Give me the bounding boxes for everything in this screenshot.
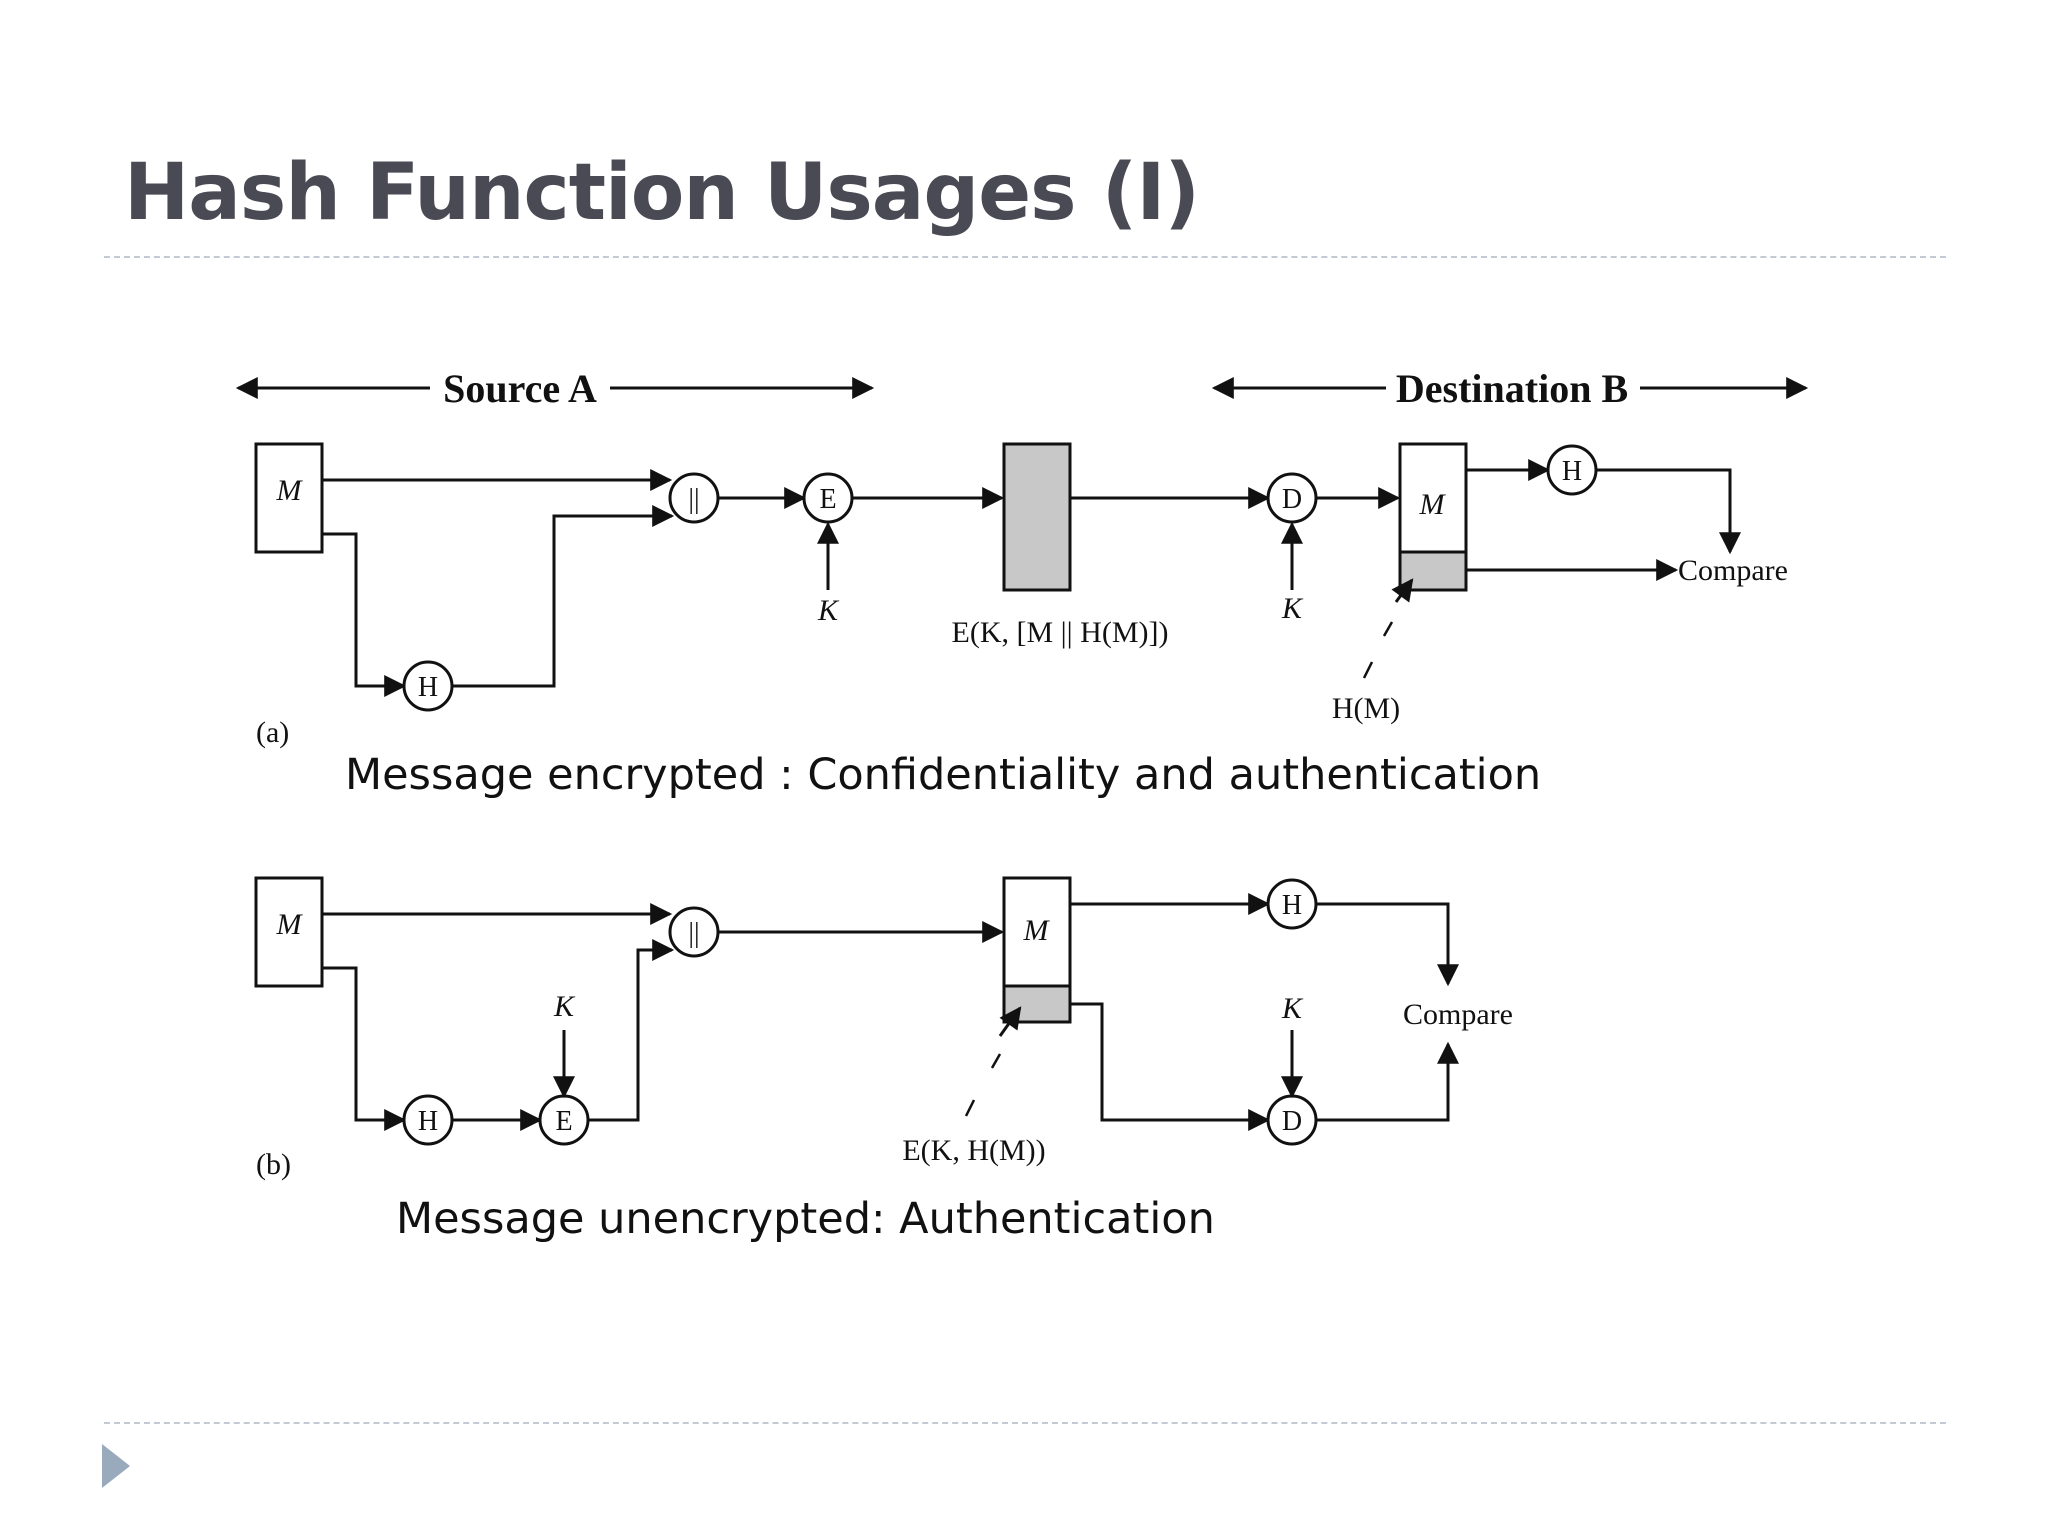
b-dest-message-label: M: [1023, 914, 1051, 947]
b-compare-label: Compare: [1403, 998, 1513, 1031]
diagram-b-text: M H E K || M H D K Compare E(K, H(M)) (b…: [256, 890, 1513, 1181]
b-message-to-hash-arrow: [322, 966, 407, 1131]
source-a-header: Source A: [443, 366, 597, 411]
a-hm-pointer-upper: [1391, 578, 1414, 603]
b-encrypt-to-concat-arrow: [588, 939, 675, 1122]
a-message-label: M: [276, 474, 304, 507]
b-pointer-upper: [998, 1006, 1022, 1037]
b-pointer-dash2: [964, 1099, 976, 1117]
a-hm-pointer-dash2: [1362, 661, 1374, 679]
b-encrypted-hash-label: E(K, H(M)): [902, 1134, 1045, 1167]
a-dest-hash-to-compare-arrow: [1596, 468, 1741, 555]
a-compare-label: Compare: [1678, 554, 1788, 587]
a-hash-of-message-label: H(M): [1332, 692, 1400, 725]
a-dest-message-box: [1398, 442, 1468, 554]
a-concat-label: ||: [688, 484, 699, 515]
a-hm-pointer-dash1: [1382, 621, 1394, 637]
a-source-key-label: K: [817, 594, 840, 627]
title-divider: [104, 256, 1946, 258]
b-hash-box-to-decrypt-arrow: [1070, 1002, 1271, 1131]
a-dest-hash-label: H: [1562, 456, 1582, 487]
a-dest-message-label: M: [1419, 488, 1447, 521]
diagram-b: [254, 876, 1459, 1146]
a-decrypt-label: D: [1282, 484, 1302, 515]
b-pointer-dash1: [990, 1053, 1002, 1069]
a-dest-key-label: K: [1281, 592, 1304, 625]
b-dest-hash-to-compare-arrow: [1316, 902, 1459, 987]
a-message-box: [254, 442, 324, 554]
b-decrypt-to-compare-arrow: [1316, 1041, 1459, 1122]
b-dest-hash-label: H: [1282, 890, 1302, 921]
b-encrypt-label: E: [555, 1106, 572, 1137]
a-message-to-hash-arrow: [322, 532, 407, 697]
a-encrypt-label: E: [819, 484, 836, 515]
b-message-box: [254, 876, 324, 988]
b-dest-key-label: K: [1281, 992, 1304, 1025]
caption-b: Message unencrypted: Authentication: [396, 1194, 1215, 1244]
b-decrypt-label: D: [1282, 1106, 1302, 1137]
diagram-a: [235, 377, 1809, 712]
b-message-label: M: [276, 908, 304, 941]
b-hash-label: H: [418, 1106, 438, 1137]
slide-bullet-arrow-icon: [102, 1444, 130, 1488]
b-dest-message-box: [1002, 876, 1072, 988]
a-transmitted-block: [1002, 442, 1072, 592]
diagram-a-text: Source A Destination B M H || E K E(K, […: [256, 366, 1788, 749]
b-concat-label: ||: [688, 918, 699, 949]
a-transmitted-label: E(K, [M || H(M)]): [952, 616, 1169, 649]
destination-b-header: Destination B: [1396, 366, 1628, 411]
slide-title: Hash Function Usages (I): [124, 148, 1200, 238]
a-hash-to-concat-arrow: [452, 505, 675, 688]
a-part-label: (a): [256, 716, 289, 749]
a-hash-label: H: [418, 672, 438, 703]
b-source-key-label: K: [553, 990, 576, 1023]
footer-divider: [104, 1422, 1946, 1424]
b-part-label: (b): [256, 1148, 291, 1181]
caption-a: Message encrypted : Confidentiality and …: [345, 750, 1542, 800]
